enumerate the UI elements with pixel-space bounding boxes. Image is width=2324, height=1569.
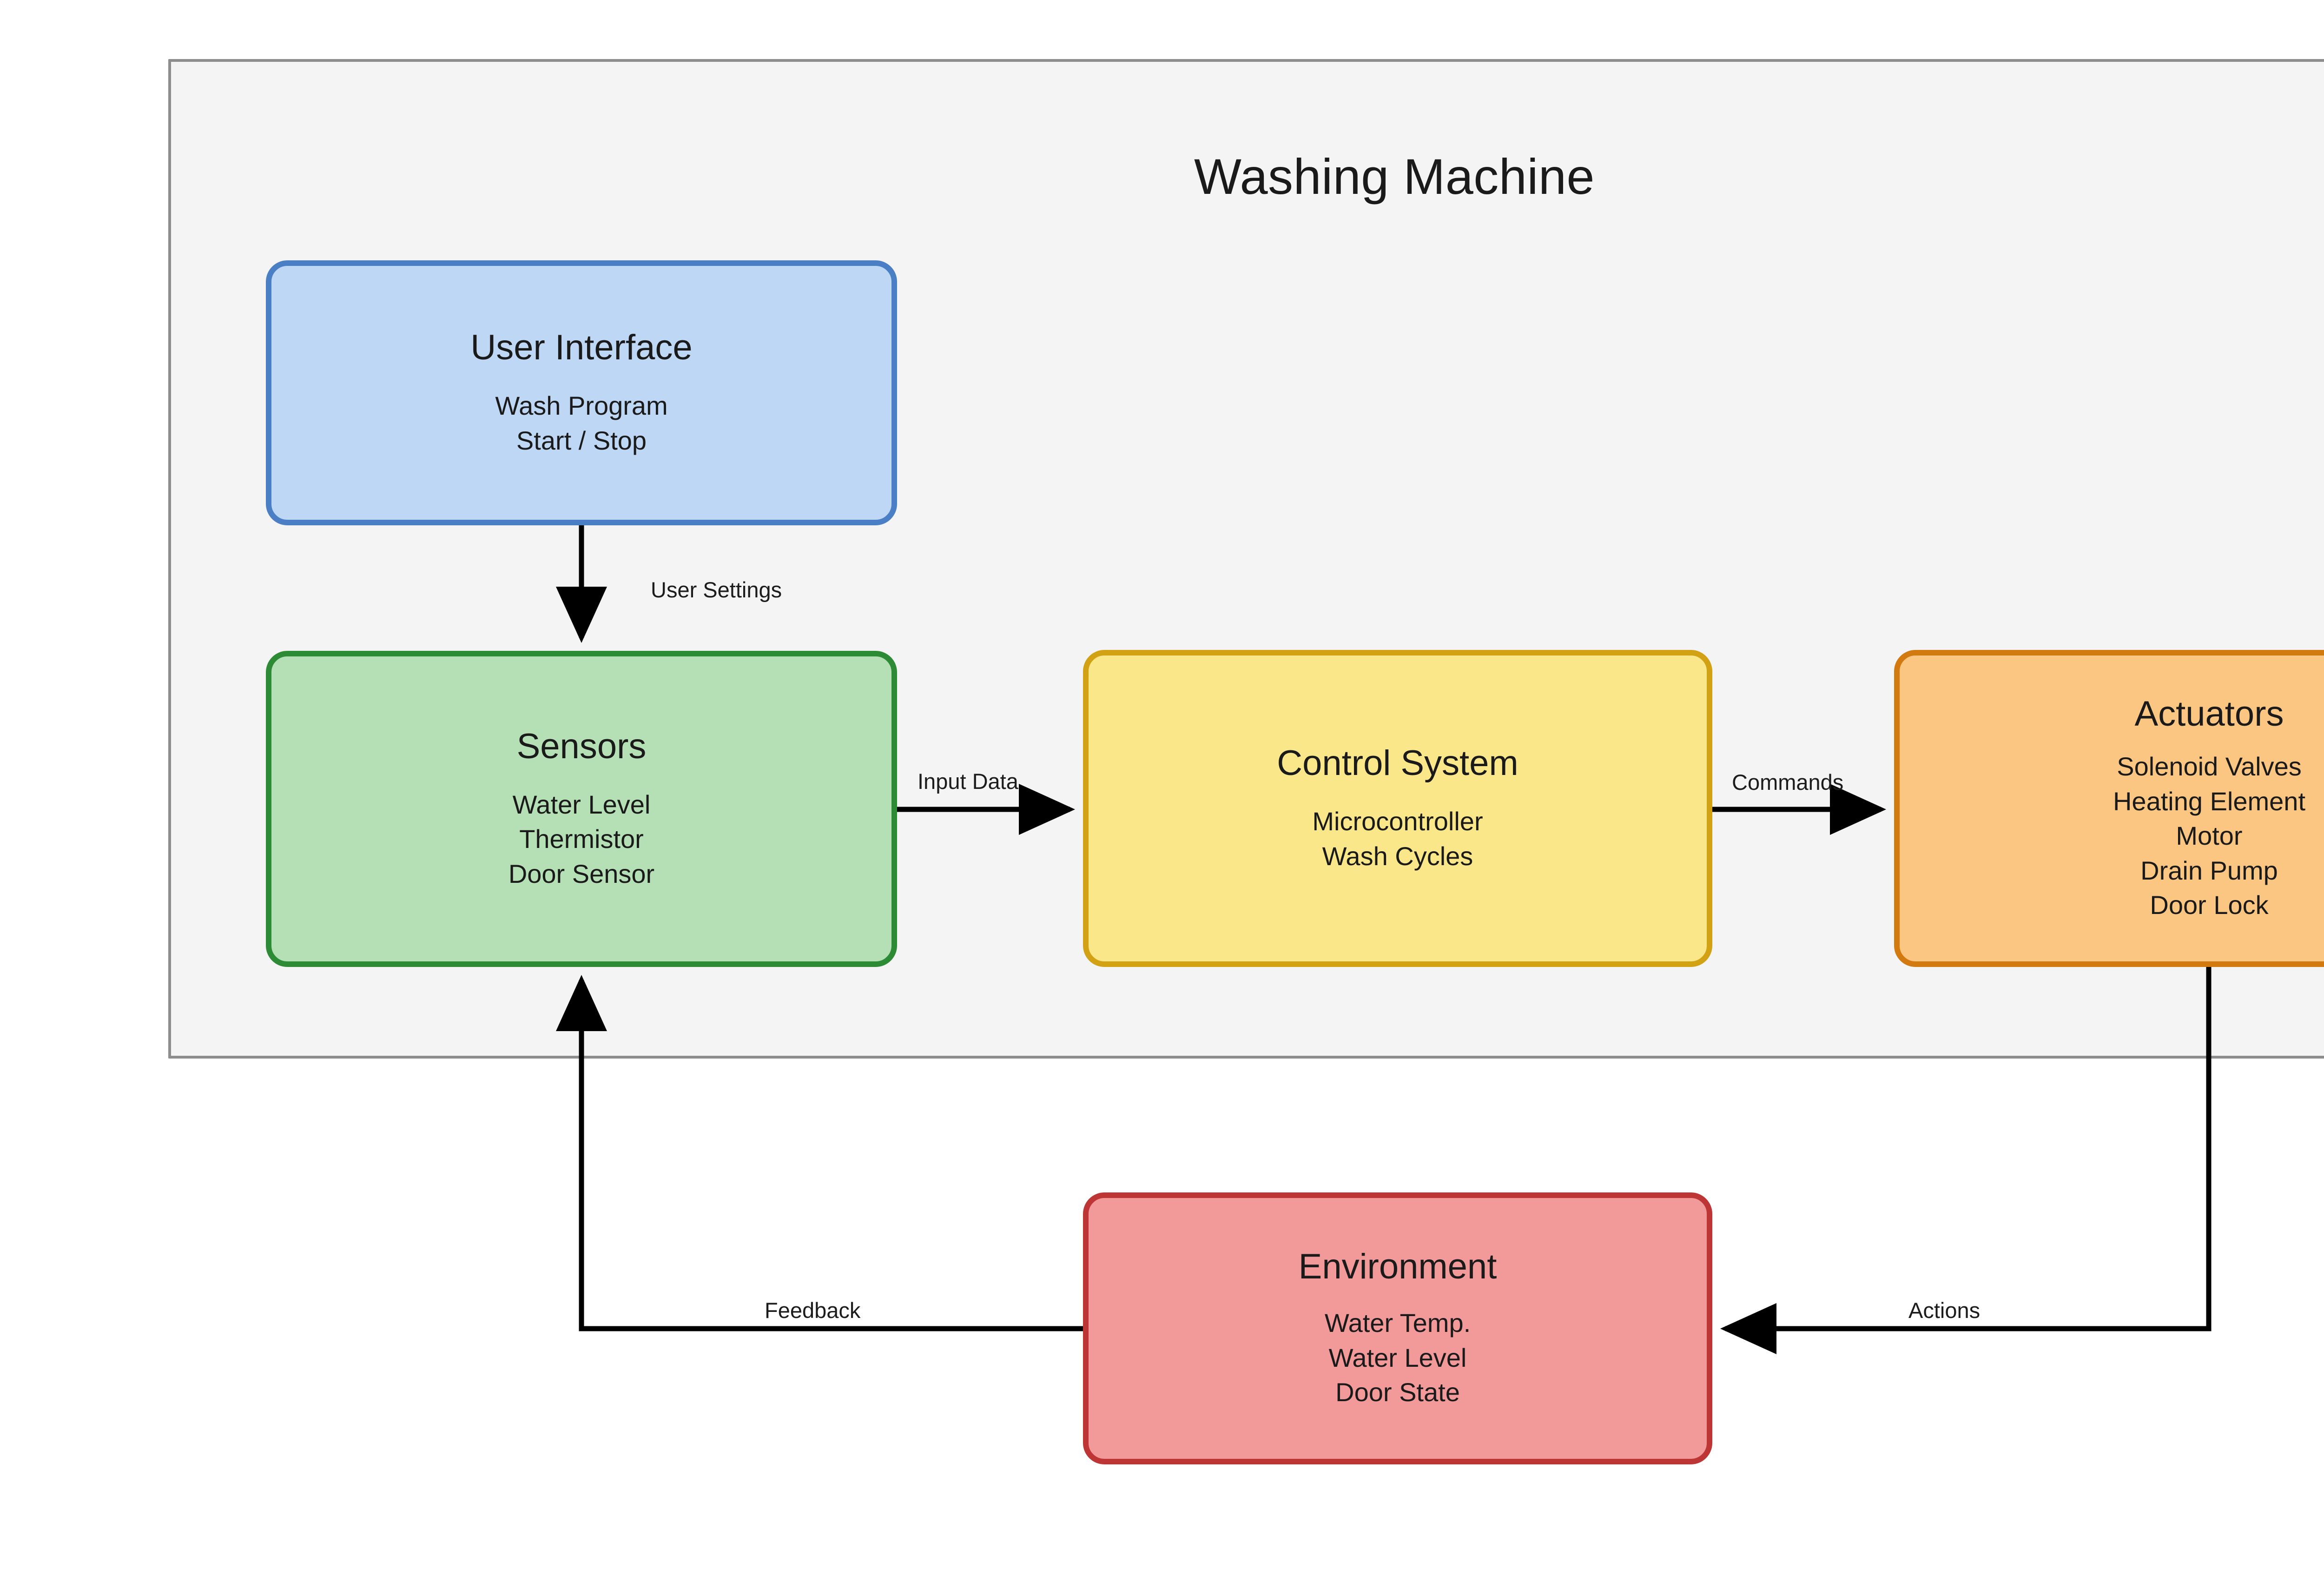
node-title-actuators: Actuators [2134,694,2284,734]
node-title-control-system: Control System [1277,743,1519,783]
node-detail-line: Water Level [512,789,651,819]
node-title-sensors: Sensors [516,726,647,766]
node-detail-list-user-interface: Wash Program Start / Stop [495,389,667,458]
node-detail-line: Solenoid Valves [2117,752,2302,781]
node-actuators[interactable]: Actuators Solenoid Valves Heating Elemen… [1894,650,2324,967]
node-detail-line: Door State [1335,1377,1460,1407]
node-detail-list-actuators: Solenoid Valves Heating Element Motor Dr… [2113,749,2305,922]
node-detail-line: Water Temp. [1324,1308,1471,1338]
cluster-title: Washing Machine [1194,148,1595,205]
node-detail-line: Motor [2176,821,2243,851]
node-detail-line: Door Sensor [508,859,655,888]
node-control-system[interactable]: Control System Microcontroller Wash Cycl… [1083,650,1712,967]
edge-label-commands: Commands [1732,770,1844,794]
node-detail-line: Wash Program [495,391,668,421]
node-sensors[interactable]: Sensors Water Level Thermistor Door Sens… [266,651,897,967]
node-detail-line: Water Level [1328,1343,1467,1372]
node-detail-line: Drain Pump [2140,855,2278,885]
edge-label-actions: Actions [1908,1298,1981,1323]
node-detail-list-control-system: Microcontroller Wash Cycles [1312,804,1483,874]
edge-label-input-data: Input Data [918,769,1018,794]
node-detail-line: Start / Stop [516,425,647,455]
node-detail-line: Door Lock [2150,890,2269,920]
node-detail-list-environment: Water Temp. Water Level Door State [1325,1306,1471,1410]
node-title-user-interface: User Interface [470,327,693,367]
node-title-environment: Environment [1298,1247,1497,1287]
edge-label-feedback: Feedback [765,1298,861,1323]
node-user-interface[interactable]: User Interface Wash Program Start / Stop [266,260,897,525]
node-environment[interactable]: Environment Water Temp. Water Level Door… [1083,1192,1712,1464]
edge-label-user-settings: User Settings [651,577,782,602]
node-detail-list-sensors: Water Level Thermistor Door Sensor [508,788,654,891]
node-detail-line: Microcontroller [1312,807,1483,836]
node-detail-line: Heating Element [2113,786,2305,816]
node-detail-line: Thermistor [519,824,644,854]
node-detail-line: Wash Cycles [1322,841,1473,871]
